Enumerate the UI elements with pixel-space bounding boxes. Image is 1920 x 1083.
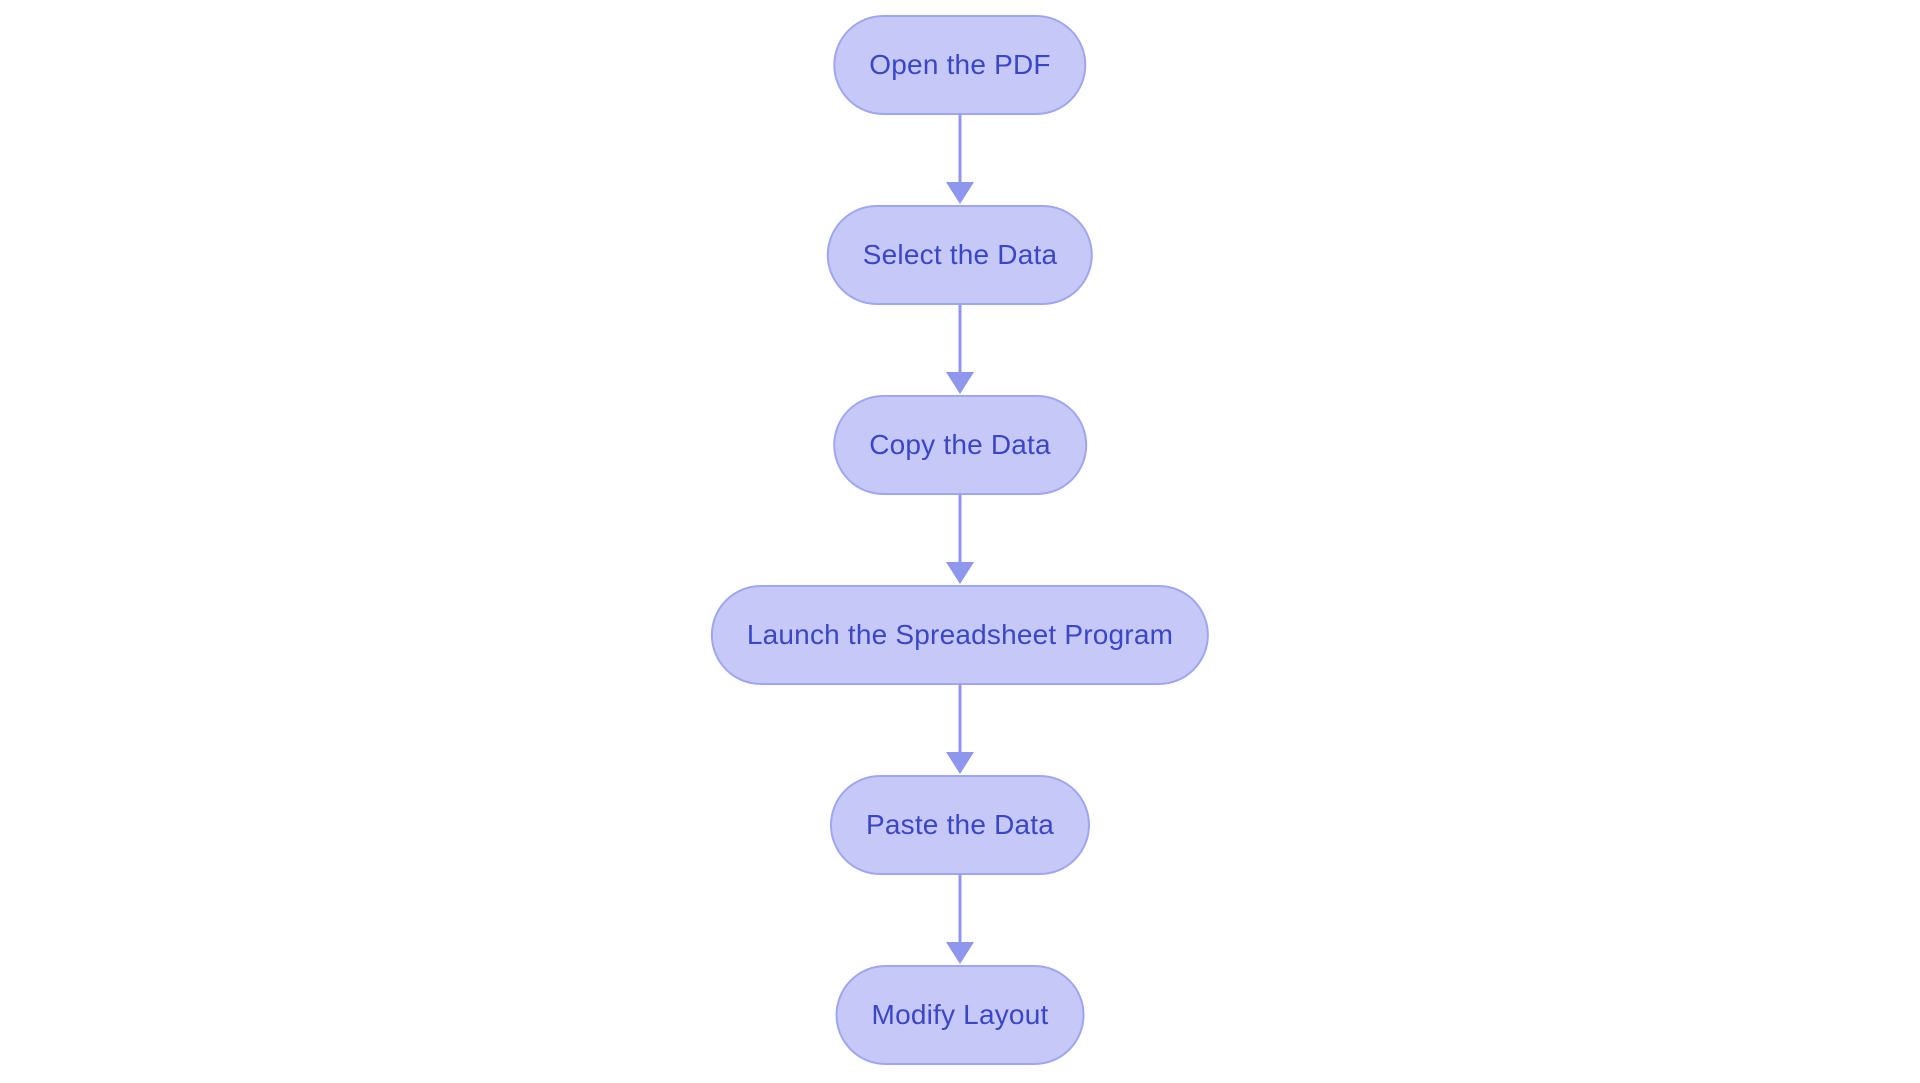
flow-node-select-the-data: Select the Data — [826, 205, 1094, 305]
arrow-line — [958, 495, 962, 565]
arrow-line — [958, 115, 962, 185]
flow-arrow-paste-the-data-to-modify-layout — [945, 875, 975, 965]
flow-node-copy-the-data: Copy the Data — [833, 395, 1087, 495]
arrow-line — [958, 305, 962, 375]
flow-node-label: Copy the Data — [869, 429, 1051, 460]
flow-node-label: Paste the Data — [865, 809, 1055, 840]
arrowhead-down-icon — [946, 752, 974, 774]
flow-node-label: Launch the Spreadsheet Program — [746, 619, 1174, 650]
flow-node-paste-the-data: Paste the Data — [829, 775, 1091, 875]
flow-node-label: Select the Data — [862, 239, 1058, 270]
flow-arrow-select-the-data-to-copy-the-data — [945, 305, 975, 395]
flow-node-label: Modify Layout — [871, 999, 1049, 1030]
flow-arrow-launch-the-spreadsheet-program-to-paste-the-data — [945, 685, 975, 775]
flow-node-open-the-pdf: Open the PDF — [833, 15, 1087, 115]
arrow-line — [958, 685, 962, 755]
arrow-line — [958, 875, 962, 945]
flow-node-launch-the-spreadsheet-program: Launch the Spreadsheet Program — [710, 585, 1210, 685]
arrowhead-down-icon — [946, 942, 974, 964]
arrowhead-down-icon — [946, 182, 974, 204]
flow-node-label: Open the PDF — [869, 49, 1051, 80]
flow-arrow-open-the-pdf-to-select-the-data — [945, 115, 975, 205]
flow-arrow-copy-the-data-to-launch-the-spreadsheet-program — [945, 495, 975, 585]
flow-node-modify-layout: Modify Layout — [835, 965, 1085, 1065]
arrowhead-down-icon — [946, 562, 974, 584]
arrowhead-down-icon — [946, 372, 974, 394]
